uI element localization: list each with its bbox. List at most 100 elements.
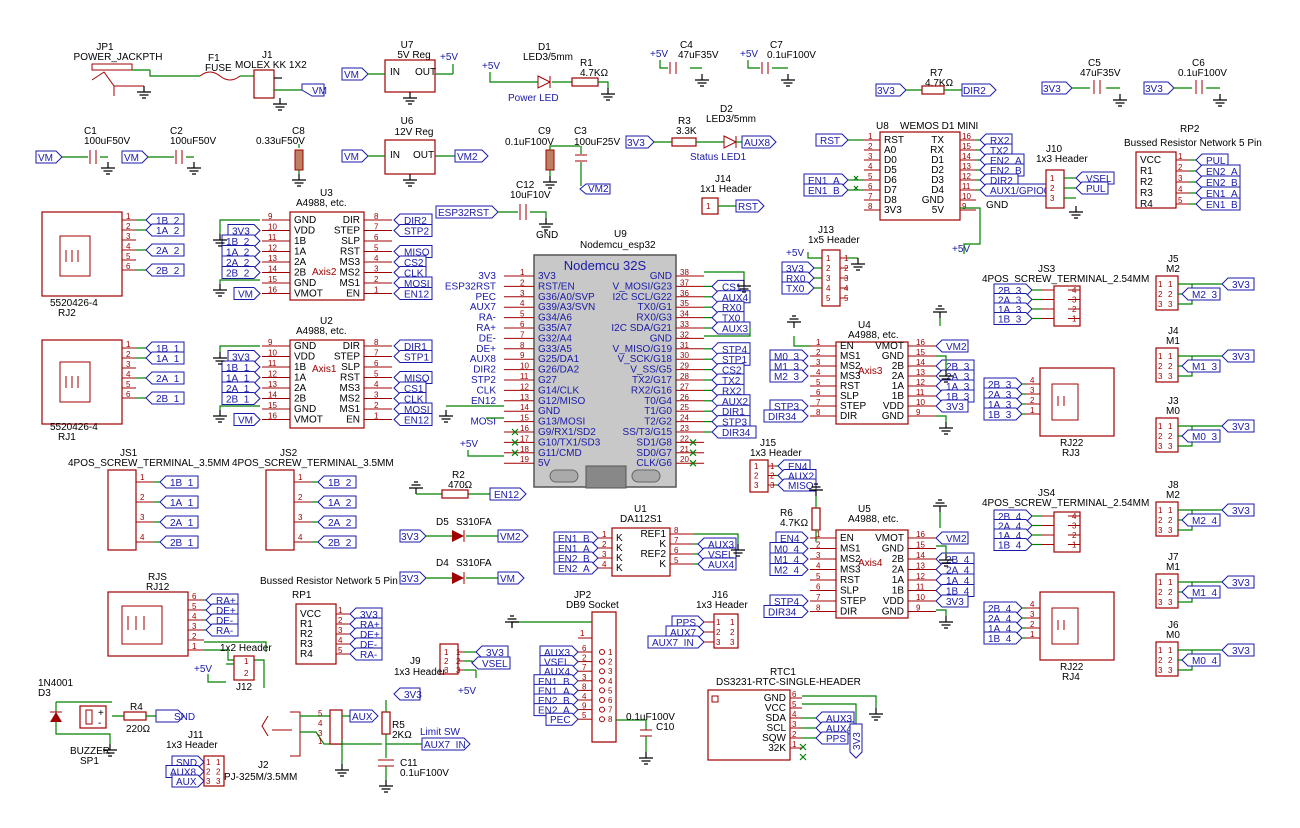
resistor-r6: R6 4.7KΩ	[780, 483, 824, 542]
j16-pin-1: 2	[716, 628, 721, 637]
j14-ref: J14	[715, 174, 732, 185]
f1-value: FUSE	[205, 63, 232, 74]
capacitor-c3: C3 100uF25V VM2	[574, 126, 620, 195]
u3-rnet-4: CS2	[404, 258, 424, 269]
c11-value: 0.1uF100V	[400, 768, 449, 779]
jp2-net-0: AUX3	[544, 648, 571, 659]
js1-value: 4POS_SCREW_TERMINAL_3.5MM	[68, 458, 230, 469]
rj3-net-2: 1A_3	[988, 400, 1012, 411]
u9-rnum-14: 24	[680, 414, 689, 423]
u9-lnet-0: 3V3	[478, 271, 496, 282]
u4-rpin-6: VDD	[883, 401, 904, 412]
mheader-pwr-1: 3V3	[1232, 352, 1250, 363]
u9-lpin-5: G35/A7	[538, 323, 572, 334]
u4-lpin-1: MS1	[840, 351, 861, 362]
u4-rnet-4: 1A_3	[946, 382, 970, 393]
rtc1-pin-1: VCC	[765, 703, 786, 714]
u2-rnet-6: MOSI	[404, 405, 430, 416]
u2-rpin-1: STEP	[334, 352, 360, 363]
u5-rnum-1: 15	[916, 541, 925, 550]
u4-rnum-6: 10	[916, 398, 925, 407]
svg-text:5: 5	[318, 709, 323, 718]
u5-ref: U5	[858, 504, 871, 515]
u4-lnet-1: M0_3	[774, 352, 799, 363]
rtc1-num-5: 1	[792, 740, 797, 749]
u9-lpin-18: 5V	[538, 458, 551, 469]
u4-lnum-7: 8	[816, 408, 821, 417]
u5-lpin-6: STEP	[840, 596, 866, 607]
u8-rnum-6: 10	[962, 192, 971, 201]
u9-rnum-4: 34	[680, 310, 689, 319]
mheader-pinr-2-1: 2	[1168, 432, 1173, 441]
rp1-ref: RP1	[292, 590, 312, 601]
d4-left: 3V3	[401, 574, 419, 585]
rjs-num-0: 6	[192, 592, 197, 601]
u8-rpin-5: D4	[931, 185, 944, 196]
u1-ref: U1	[634, 504, 647, 515]
u3-lnum-3: 12	[268, 244, 277, 253]
u3-value: A4988, etc.	[296, 198, 347, 209]
js2-net-1: 1A_2	[328, 498, 352, 509]
svg-text:4: 4	[318, 719, 323, 728]
u1-rpin-3: K	[659, 559, 666, 570]
u6-vin: VM	[344, 152, 359, 163]
u3-lnet-4: 2A_2	[226, 258, 250, 269]
rj3-num-0: 4	[1030, 376, 1035, 385]
u2-axis: Axis1	[312, 364, 337, 375]
r4-net: SND	[174, 712, 195, 723]
rp1-pin-2: R2	[300, 629, 313, 640]
c8-value: 0.33uF50V	[256, 136, 305, 147]
u2-lpin-4: 2A	[294, 383, 307, 394]
u3-rnum-7: 1	[374, 286, 379, 295]
u2-lnet-1: 3V3	[232, 353, 250, 364]
u1-lnet-3: EN2_A	[558, 564, 590, 575]
rj3-value: RJ22	[1060, 438, 1084, 449]
c2-value: 100uF50V	[170, 136, 216, 147]
u9-rpin-12: T0/G4	[644, 396, 672, 407]
js2-net-2: 2A_2	[328, 518, 352, 529]
u5-rpin-2: 2B	[892, 554, 905, 565]
u9-lnet-11: CLK	[477, 385, 497, 396]
js1-net-3: 2B_1	[170, 538, 194, 549]
mheader-pwr-2: 3V3	[1232, 422, 1250, 433]
u9-lnum-17: 18	[520, 445, 529, 454]
u8-lpin-2: D0	[884, 155, 897, 166]
rj1pins-num-1: 2	[126, 350, 131, 359]
rj4-net-2: 1A_4	[988, 624, 1012, 635]
u5-rpin-4: 1A	[892, 575, 905, 586]
rtc1-pin-5: 32K	[768, 743, 786, 754]
u9-lnum-0: 1	[520, 268, 525, 277]
j13-pin-2: 3	[826, 274, 831, 283]
u3-lnet-7: VM	[238, 290, 253, 301]
u5-lnet-7: DIR34	[768, 608, 797, 619]
header-j12: 1x2 Header 12 J12 +5V	[194, 643, 272, 693]
mheader-pwr-3: 3V3	[1232, 506, 1250, 517]
u1-lnet-1: EN1_A	[558, 544, 590, 555]
rj3-net-3: 1B_3	[988, 410, 1012, 421]
u9-lpin-4: G34/A6	[538, 313, 572, 324]
rj1-net-1: 1A_1	[156, 354, 180, 365]
jp2-net-3: EN1_B	[538, 677, 570, 688]
mheader-pwr-4: 3V3	[1232, 578, 1250, 589]
c1-ref: C1	[84, 126, 97, 137]
u8-rnet-1: TX2	[990, 146, 1009, 157]
u3-rpin-5: MS2	[339, 268, 360, 279]
mheader-ref-1: J4	[1168, 326, 1179, 337]
u8-rnum-3: 13	[962, 162, 971, 171]
u4-rnum-1: 15	[916, 348, 925, 357]
u9-lpin-2: G36/A0/SVP	[538, 292, 595, 303]
js4-net-2: 1A_4	[998, 531, 1022, 542]
u9-rnet-14: STP3	[722, 418, 747, 429]
jp1-value: POWER_JACKPTH	[74, 52, 163, 63]
u5-rpin-6: VDD	[883, 596, 904, 607]
u9-rpin-17: SD0/G7	[636, 448, 672, 459]
u9-lnum-8: 9	[520, 351, 525, 360]
u4-rnet-6: 3V3	[946, 402, 964, 413]
jp2-num-5: 4	[582, 692, 587, 701]
mheader-pin-3-0: 1	[1158, 506, 1163, 515]
